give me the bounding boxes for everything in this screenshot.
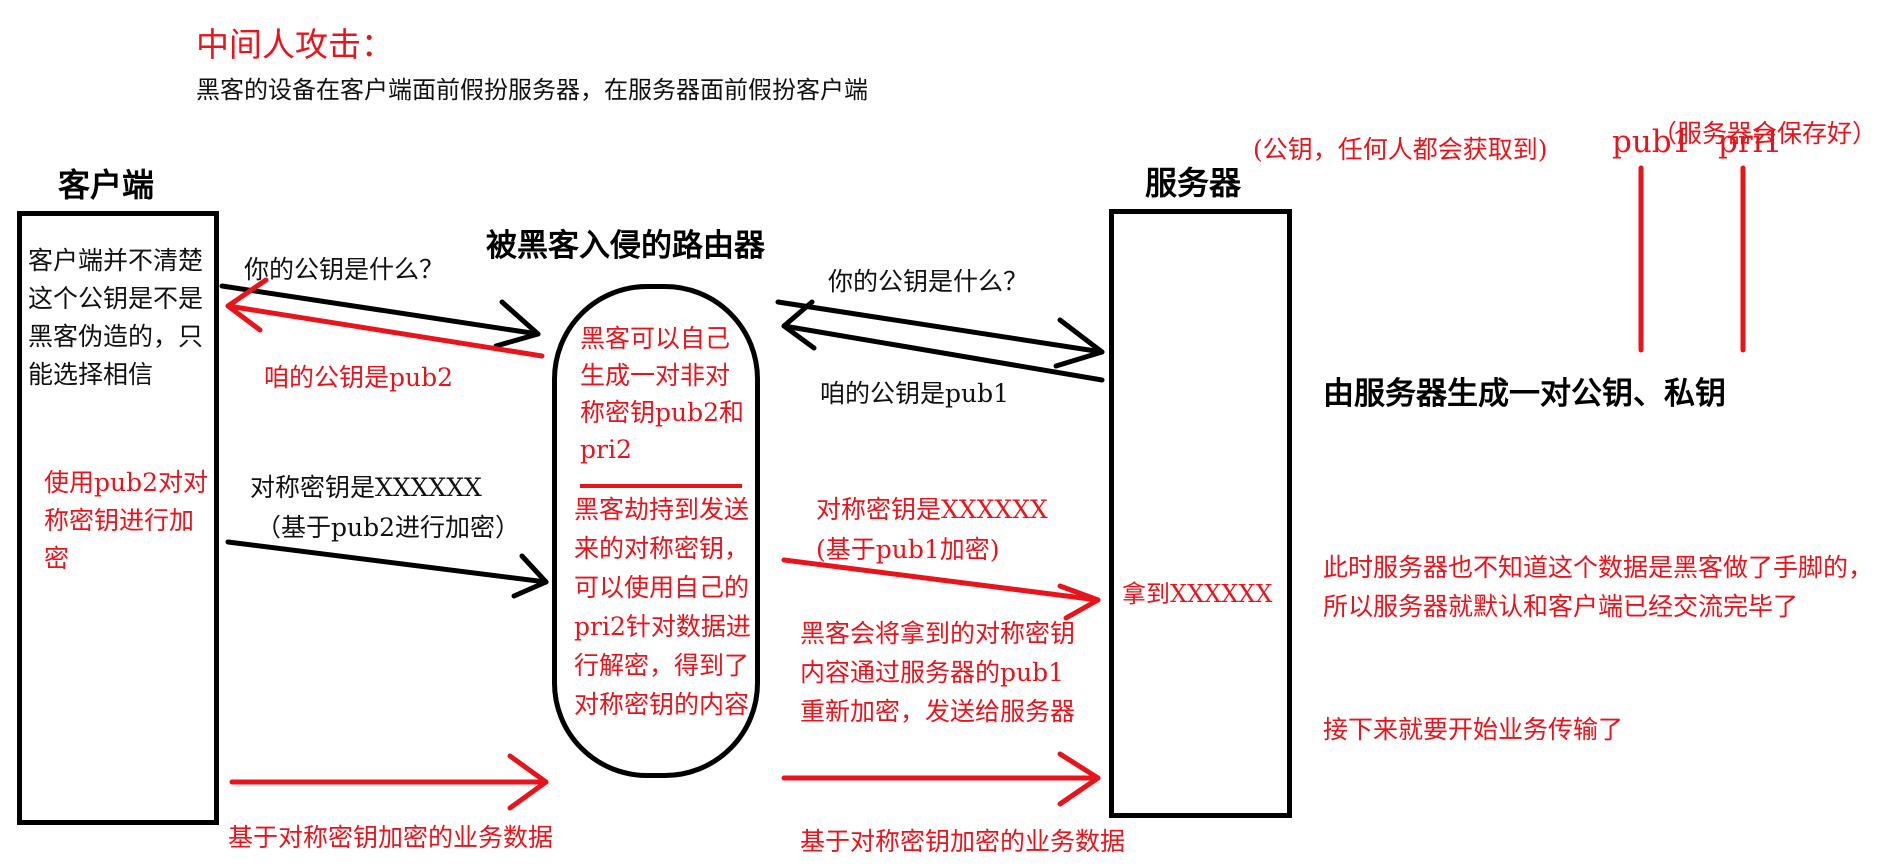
client-box [17,211,219,825]
page-subtitle: 黑客的设备在客户端面前假扮服务器，在服务器面前假扮客户端 [196,76,868,104]
server-note: 此时服务器也不知道这个数据是黑客做了手脚的，所以服务器就默认和客户端已经交流完毕… [1323,553,1874,621]
server-box [1109,209,1292,818]
router-reencrypt-note: 黑客会将拿到的对称密钥内容通过服务器的pub1重新加密，发送给服务器 [800,619,1076,726]
pubkey-note: (公钥，任何人都会获取到) [1253,135,1548,164]
msg-sym-key-router: 对称密钥是XXXXXX [816,495,1048,524]
msg-biz-router: 基于对称密钥加密的业务数据 [800,827,1126,856]
arrow-reply-router-client [225,277,545,359]
arrow-reply-server-router [781,299,1105,383]
pri1-label: pri1 [1718,124,1783,160]
arrow-sym-router-server [781,557,1101,621]
msg-sym-key-router-enc: (基于pub1加密) [816,535,1000,564]
msg-sym-key-client-enc: （基于pub2进行加密） [256,513,521,542]
arrow-ask-client-router [219,283,541,349]
privkey-note: （服务器会保存好） [1652,119,1878,148]
msg-ask-router: 你的公钥是什么？ [828,267,1029,296]
client-encrypt-note: 使用pub2对对称密钥进行加密 [44,468,209,573]
arrow-ask-router-server [775,299,1105,369]
router-divider [580,484,742,488]
msg-ask-client: 你的公钥是什么？ [244,255,445,284]
next-step-note: 接下来就要开始业务传输了 [1323,715,1624,744]
msg-reply-pub1: 咱的公钥是pub1 [820,379,1010,408]
server-got-note: 拿到XXXXXX [1122,580,1273,608]
server-label: 服务器 [1145,164,1242,202]
router-gen-note: 黑客可以自己生成一对非对称密钥pub2和pri2 [580,324,745,464]
gen-keys-note: 由服务器生成一对公钥、私钥 [1323,376,1726,412]
msg-sym-key-client: 对称密钥是XXXXXX [250,473,482,502]
page-title: 中间人攻击： [196,25,394,64]
router-hijack-note: 黑客劫持到发送来的对称密钥，可以使用自己的pri2针对数据进行解密，得到了对称密… [574,495,751,719]
router-label: 被黑客入侵的路由器 [486,228,765,264]
arrow-biz-router-server [781,751,1101,807]
msg-biz-client: 基于对称密钥加密的业务数据 [228,823,554,852]
arrow-sym-client-router [225,539,549,599]
client-note: 客户端并不清楚这个公钥是不是黑客伪造的，只能选择相信 [28,246,204,389]
pub1-label: pub1 [1612,124,1692,160]
router-box [552,284,760,778]
msg-reply-pub2: 咱的公钥是pub2 [264,363,454,392]
arrow-biz-client-router [229,753,549,811]
client-label: 客户端 [58,166,155,204]
